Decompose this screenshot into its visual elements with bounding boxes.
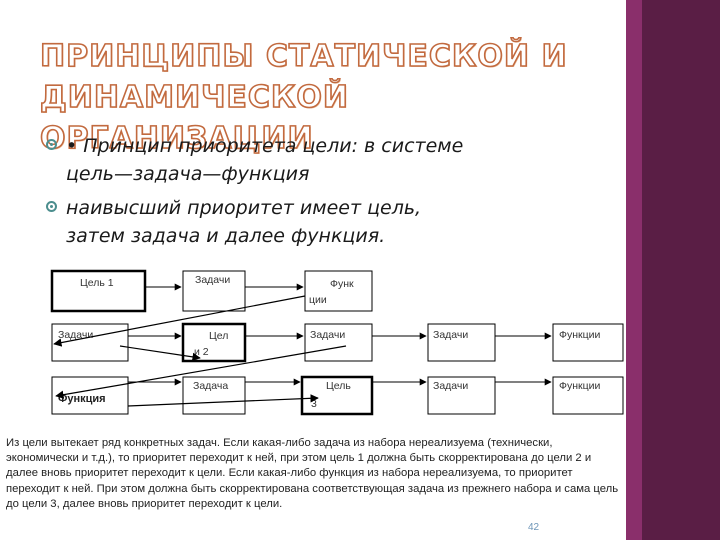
side-accent-strip [626, 0, 642, 540]
box-label: Задачи [195, 274, 230, 286]
side-accent-bar [642, 0, 720, 540]
bullet-line: затем задача и далее функция. [66, 225, 386, 247]
box-label: Задача [193, 380, 228, 392]
bullet-item: наивысший приоритет имеет цель, затем за… [46, 194, 616, 250]
box-label: Функ [330, 278, 354, 290]
diagonal-arrow [53, 295, 306, 347]
page-number: 42 [528, 522, 540, 533]
title-line-1: ПРИНЦИПЫ СТАТИЧЕСКОЙ И [39, 38, 568, 75]
box-label: Функции [559, 329, 601, 341]
diagonal-arrow [127, 394, 319, 407]
box-label: ции [309, 294, 327, 306]
function-box [51, 376, 129, 415]
diagonal-arrow [55, 345, 347, 399]
box-label: Функции [559, 380, 601, 392]
bullet-list: • Принцип приоритета цели: в системе цел… [46, 132, 616, 250]
box-label: Функция [58, 393, 106, 405]
diagonal-arrow [119, 345, 201, 362]
goal-1-box [50, 269, 147, 313]
box-label: Цель [326, 380, 351, 392]
bullet-line: • Принцип приоритета цели: в системе [66, 135, 464, 157]
bullet-line: цель—задача—функция [66, 163, 310, 185]
tasks-box [427, 376, 496, 415]
tasks-box [304, 323, 373, 362]
tasks-box [182, 270, 246, 312]
functions-box [552, 323, 624, 362]
box-label: Цел [209, 330, 228, 342]
box-label: Задачи [310, 329, 345, 341]
box-label: и 2 [194, 346, 209, 358]
box-label: Задачи [58, 329, 93, 341]
bullet-item: • Принцип приоритета цели: в системе цел… [46, 132, 616, 188]
task-box [182, 376, 246, 415]
box-label: Задачи [433, 380, 468, 392]
tasks-box [427, 323, 496, 362]
bullet-circle-icon [46, 139, 57, 150]
bullet-line: наивысший приоритет имеет цель, [66, 197, 422, 219]
title-line-2: ДИНАМИЧЕСКОЙ ОРГАНИЗАЦИИ [39, 79, 349, 157]
priority-diagram: Цель 1 Задачи Функ ции Задачи Цел и 2 За… [50, 269, 624, 416]
box-label: Задачи [433, 329, 468, 341]
functions-box [552, 376, 624, 415]
explanation-text: Из цели вытекает ряд конкретных задач. Е… [6, 437, 619, 510]
bullet-circle-icon [46, 201, 57, 212]
slide-title: ПРИНЦИПЫ СТАТИЧЕСКОЙ И ДИНАМИЧЕСКОЙ ОРГА… [39, 36, 630, 159]
box-label: 3 [311, 398, 317, 410]
functions-box [304, 270, 373, 312]
box-label: Цель 1 [80, 277, 114, 289]
